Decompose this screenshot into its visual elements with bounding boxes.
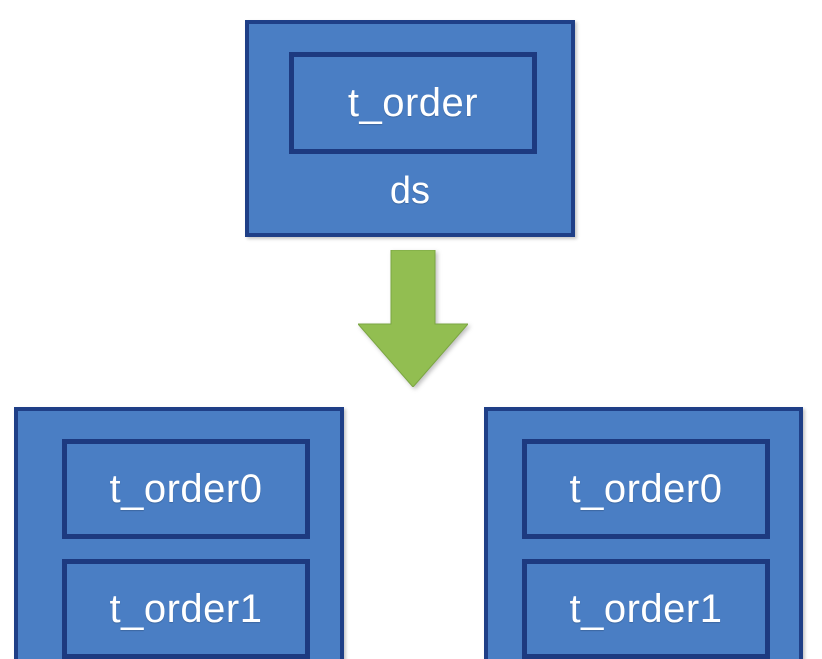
shard-box-1: t_order0 t_order1	[484, 407, 803, 659]
shard-1-table-label-1: t_order1	[569, 586, 723, 631]
shard-0-table-box-0: t_order0	[62, 439, 310, 539]
source-table-label: t_order	[347, 80, 479, 125]
shard-1-table-box-1: t_order1	[522, 559, 770, 659]
source-datasource-label: ds	[389, 170, 431, 212]
arrow-down-icon	[356, 249, 470, 388]
arrow-down-svg	[356, 249, 470, 388]
shard-box-0: t_order0 t_order1	[14, 407, 344, 659]
source-datasource-box: t_order ds	[245, 20, 575, 237]
shard-1-table-label-0: t_order0	[569, 466, 723, 511]
source-table-box: t_order	[289, 52, 537, 154]
shard-0-table-label-0: t_order0	[109, 466, 263, 511]
shard-0-table-box-1: t_order1	[62, 559, 310, 659]
shard-0-table-label-1: t_order1	[109, 586, 263, 631]
shard-1-table-box-0: t_order0	[522, 439, 770, 539]
